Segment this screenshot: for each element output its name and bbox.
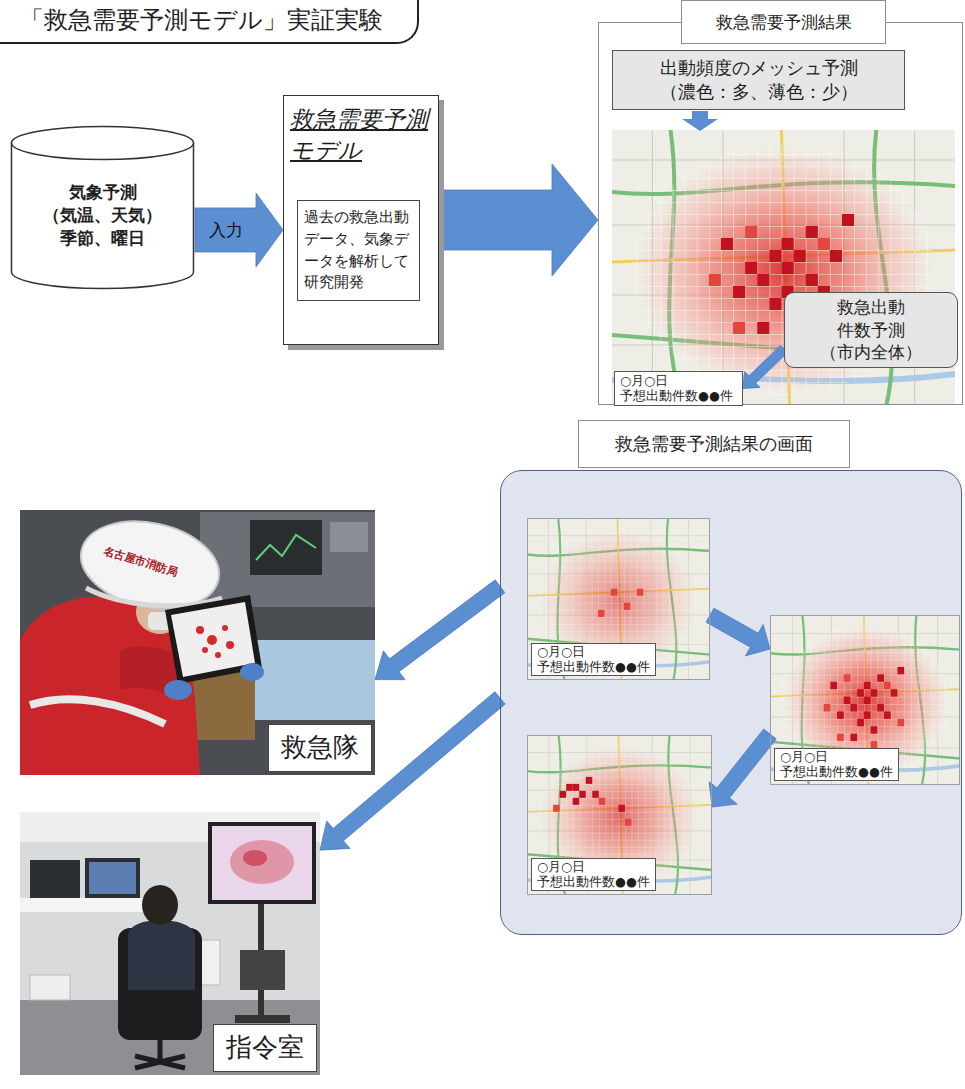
node-text: ○月○日 予想出動件数●●件	[531, 643, 656, 676]
text-line: ○月○日	[537, 860, 650, 874]
heat-map	[527, 735, 712, 895]
screen-panel: 救急需要予測結果の画面○月○日 予想出動件数●●件○月○日 予想出動件数●●件○…	[500, 470, 962, 935]
text-line: 予想出動件数●●件	[620, 389, 733, 403]
paramedic-photo	[20, 510, 375, 775]
pointer-arrow	[682, 111, 718, 131]
node-text: 出動頻度のメッシュ予測 （濃色：多、薄色：少）	[660, 56, 858, 105]
block-arrow	[375, 580, 505, 680]
control-room-photo	[20, 812, 320, 1075]
node-text: 気象予測 （気温、天気） 季節、曜日	[43, 181, 162, 250]
panel-ground	[501, 471, 962, 935]
panel-heading: 救急需要予測結果	[681, 0, 886, 44]
model-box: 救急需要予測 モデル過去の救急出動 データ、気象デ ータを解析して 研究開発	[283, 95, 439, 345]
text-line: 救急隊	[281, 731, 359, 765]
result-panel: 救急需要予測結果出動頻度のメッシュ予測 （濃色：多、薄色：少）救急出動 件数予測…	[598, 22, 963, 405]
block-arrow	[195, 193, 283, 267]
text-line: ータを解析して	[304, 251, 409, 273]
text-line: （気温、天気）	[43, 204, 162, 227]
node-text: 過去の救急出動 データ、気象デ ータを解析して 研究開発	[304, 207, 409, 294]
text-line: 出動頻度のメッシュ予測	[660, 56, 858, 80]
node-text: ○月○日 予想出動件数●●件	[774, 748, 899, 781]
helmet-text: 名古屋市消防局	[102, 543, 180, 580]
block-arrow	[743, 345, 787, 388]
text-line: ○月○日	[537, 645, 650, 659]
date-tag: ○月○日 予想出動件数●●件	[614, 371, 743, 406]
heat-map	[770, 615, 960, 785]
text-line: データ、気象デ	[304, 229, 409, 251]
text-line: ○月○日	[780, 750, 893, 764]
map-thumbnail: ○月○日 予想出動件数●●件	[770, 615, 960, 785]
text-line: 予想出動件数●●件	[537, 875, 650, 889]
text-line: 「救急需要予測モデル」実証実験	[20, 5, 383, 36]
description-box: 過去の救急出動 データ、気象デ ータを解析して 研究開発	[297, 200, 420, 301]
text-line: 救急需要予測	[290, 104, 428, 135]
diagram-title: 「救急需要予測モデル」実証実験	[0, 0, 419, 44]
heat-map	[527, 518, 710, 680]
note-box: 救急出動 件数予測 （市内全体）	[784, 292, 958, 368]
panel-heading: 救急需要予測結果の画面	[578, 420, 850, 468]
node-text: 救急出動 件数予測 （市内全体）	[820, 296, 922, 365]
text-line: 季節、曜日	[43, 227, 162, 250]
text-line: 過去の救急出動	[304, 207, 409, 229]
text-line: 研究開発	[304, 272, 409, 294]
photo-frame: 救急隊	[20, 510, 375, 775]
block-arrow	[709, 729, 776, 807]
text-line: 予想出動件数●●件	[537, 660, 650, 674]
text-line: モデル	[290, 135, 428, 166]
note-box: 出動頻度のメッシュ予測 （濃色：多、薄色：少）	[612, 50, 905, 110]
block-arrow	[706, 608, 770, 656]
photo-frame: 指令室	[20, 812, 320, 1075]
node-text: ○月○日 予想出動件数●●件	[620, 374, 733, 403]
text-line: （濃色：多、薄色：少）	[660, 80, 858, 104]
map-thumbnail: ○月○日 予想出動件数●●件	[527, 518, 710, 680]
node-text: 指令室	[213, 1024, 317, 1072]
node-text: ○月○日 予想出動件数●●件	[531, 858, 656, 891]
data-cylinder: 気象予測 （気温、天気） 季節、曜日	[10, 125, 195, 290]
map-thumbnail: ○月○日 予想出動件数●●件	[527, 735, 712, 895]
text-line: 気象予測	[43, 181, 162, 204]
block-arrow	[439, 164, 598, 276]
node-text: 救急需要予測 モデル	[290, 104, 428, 166]
text-line: ○月○日	[620, 374, 733, 388]
text-line: 指令室	[226, 1031, 304, 1065]
text-line: 件数予測	[820, 319, 922, 342]
text-line: 救急需要予測結果	[716, 11, 852, 34]
node-text: 救急隊	[268, 724, 372, 772]
text-line: 救急需要予測結果の画面	[615, 432, 813, 456]
text-line: 救急出動	[820, 296, 922, 319]
text-line: 予想出動件数●●件	[780, 765, 893, 779]
text-line: （市内全体）	[820, 341, 922, 364]
arrow-label: 入力	[209, 218, 243, 241]
